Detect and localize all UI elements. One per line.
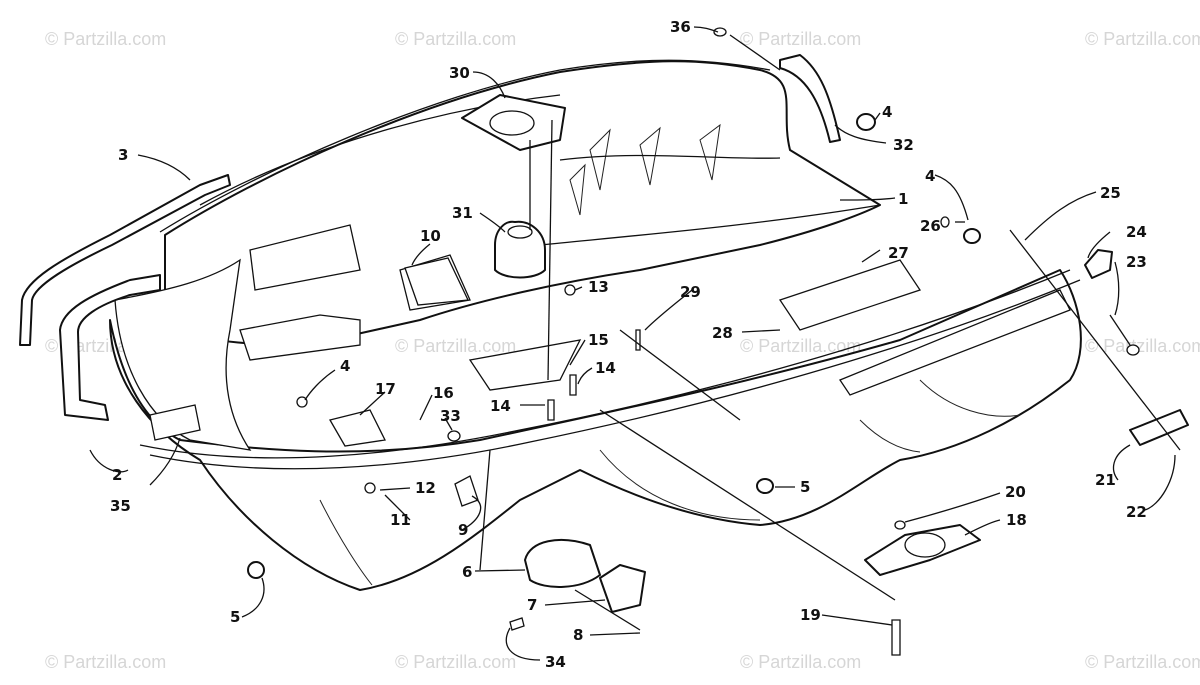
callout-14: 14 — [595, 359, 616, 377]
right-trim — [779, 54, 841, 143]
callout-3: 3 — [118, 146, 128, 164]
callout-7: 7 — [527, 596, 537, 614]
callout-24: 24 — [1126, 223, 1147, 241]
callout-4: 4 — [340, 357, 350, 375]
callout-10: 10 — [420, 227, 441, 245]
callout-5: 5 — [230, 608, 240, 626]
callout-22: 22 — [1126, 503, 1147, 521]
callout-35: 35 — [110, 497, 131, 515]
callout-28: 28 — [712, 324, 733, 342]
callout-33: 33 — [440, 407, 461, 425]
callout-12: 12 — [415, 479, 436, 497]
callout-9: 9 — [458, 521, 468, 539]
callout-36: 36 — [670, 18, 691, 36]
callout-14: 14 — [490, 397, 511, 415]
callout-17: 17 — [375, 380, 396, 398]
watermark: © Partzilla.com — [740, 652, 861, 672]
callout-25: 25 — [1100, 184, 1121, 202]
watermark: © Partzilla.com — [1085, 336, 1200, 356]
bumper — [59, 274, 161, 421]
callout-27: 27 — [888, 244, 909, 262]
callout-18: 18 — [1006, 511, 1027, 529]
callout-23: 23 — [1126, 253, 1147, 271]
callout-6: 6 — [462, 563, 472, 581]
callout-31: 31 — [452, 204, 473, 222]
callout-4: 4 — [882, 103, 892, 121]
belly-pan — [109, 269, 1082, 591]
callout-32: 32 — [893, 136, 914, 154]
callout-4: 4 — [925, 167, 935, 185]
callout-13: 13 — [588, 278, 609, 296]
nut — [756, 478, 774, 494]
watermark: © Partzilla.com — [1085, 29, 1200, 49]
watermark: © Partzilla.com — [395, 29, 516, 49]
watermark: © Partzilla.com — [740, 29, 861, 49]
grommet — [856, 113, 876, 131]
callout-20: 20 — [1005, 483, 1026, 501]
watermark: © Partzilla.com — [1085, 652, 1200, 672]
parts — [19, 27, 1189, 656]
callout-30: 30 — [449, 64, 470, 82]
watermark: © Partzilla.com — [740, 336, 861, 356]
callouts: 36 30 4 32 3 1 4 25 31 10 26 24 23 13 27… — [110, 18, 1147, 671]
callout-8: 8 — [573, 626, 583, 644]
nut — [247, 561, 265, 579]
watermark: © Partzilla.com — [45, 652, 166, 672]
callout-21: 21 — [1095, 471, 1116, 489]
gasket — [599, 564, 646, 613]
callout-2: 2 — [112, 466, 122, 484]
callout-26: 26 — [920, 217, 941, 235]
callout-11: 11 — [390, 511, 411, 529]
callout-34: 34 — [545, 653, 566, 671]
left-side-panel — [114, 258, 252, 451]
callout-19: 19 — [800, 606, 821, 624]
hood-drawing — [109, 59, 1082, 591]
callout-1: 1 — [898, 190, 908, 208]
lamp — [1084, 249, 1113, 279]
boot — [494, 220, 546, 279]
callout-29: 29 — [680, 283, 701, 301]
bracket — [149, 404, 201, 441]
watermark: © Partzilla.com — [45, 29, 166, 49]
callout-16: 16 — [433, 384, 454, 402]
watermark-layer: © Partzilla.com © Partzilla.com © Partzi… — [45, 29, 1200, 672]
trim-strip — [19, 174, 231, 346]
watermark: © Partzilla.com — [395, 652, 516, 672]
leader-lines — [89, 26, 1181, 661]
callout-5: 5 — [800, 478, 810, 496]
reflector — [1129, 409, 1189, 446]
switch — [524, 539, 601, 588]
watermark: © Partzilla.com — [395, 336, 516, 356]
callout-15: 15 — [588, 331, 609, 349]
